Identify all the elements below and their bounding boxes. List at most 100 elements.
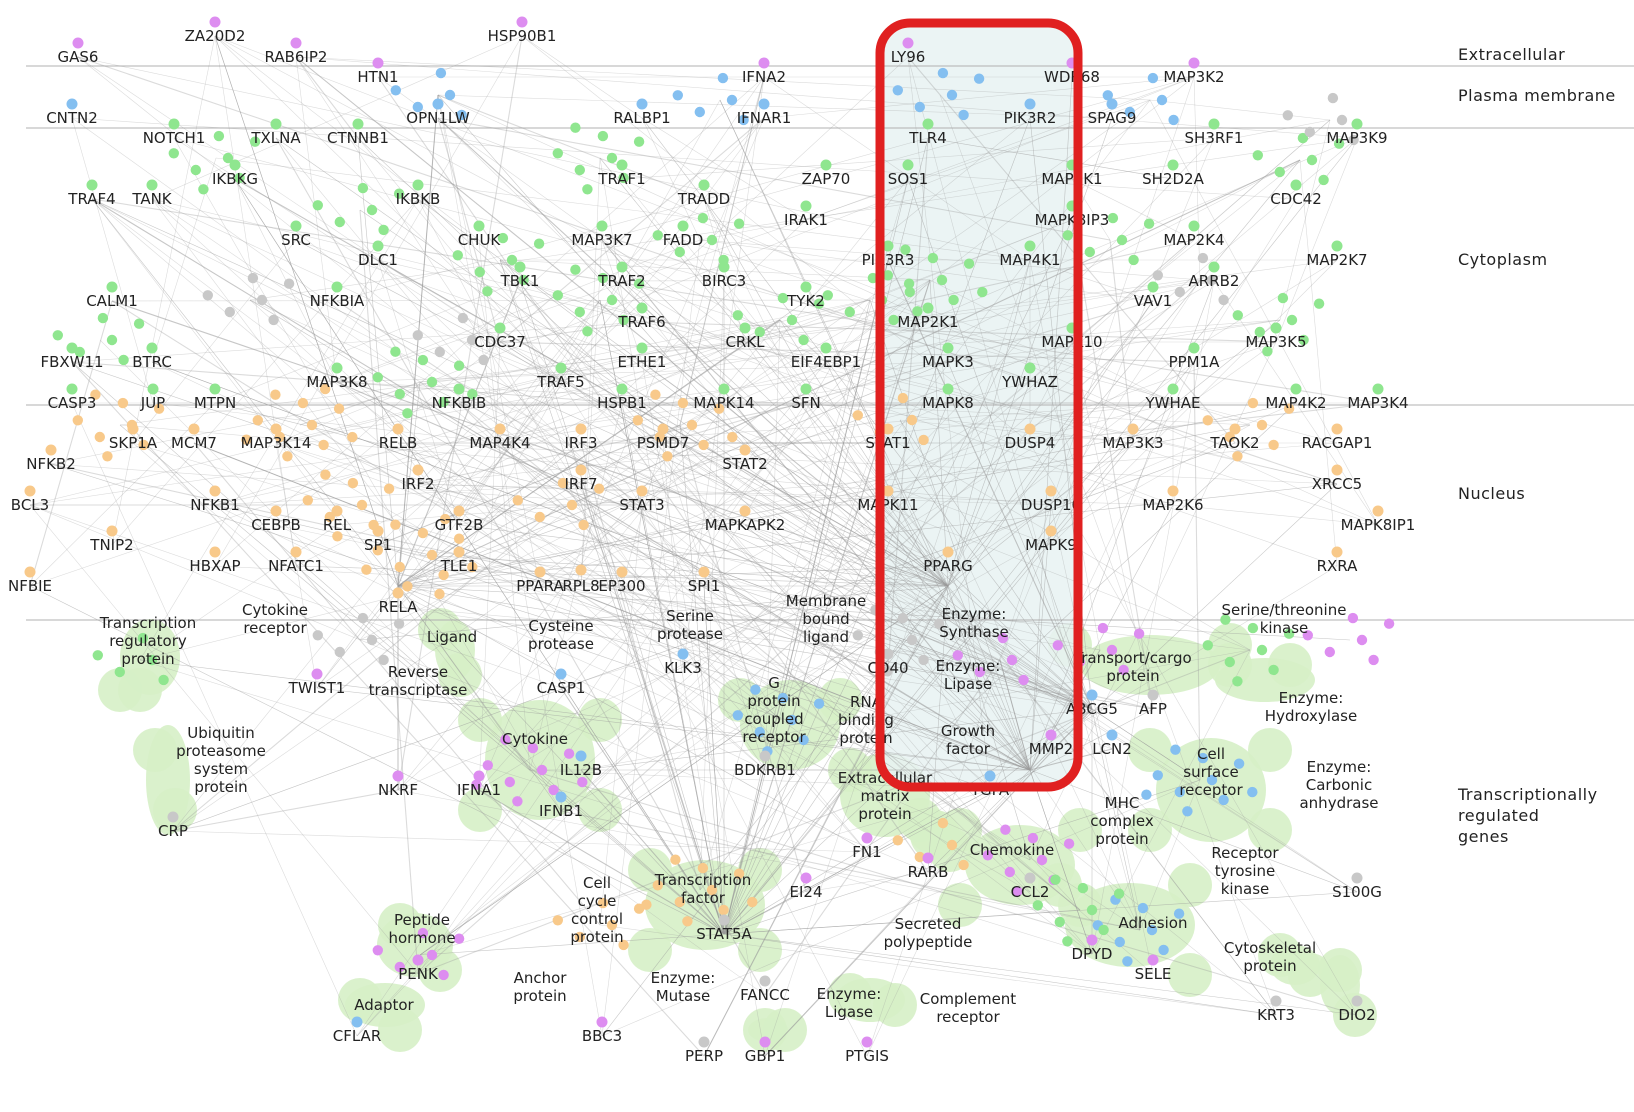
gene-node[interactable] <box>453 533 465 544</box>
gene-label-pparg[interactable]: PPARG <box>923 557 972 575</box>
gene-node-pik3r3[interactable] <box>882 240 894 252</box>
gene-node-cd40[interactable] <box>882 648 894 660</box>
gene-node[interactable] <box>378 224 389 236</box>
gene-node-cntn2[interactable] <box>66 98 78 110</box>
gene-node-fbxw11[interactable] <box>66 342 78 354</box>
gene-label-hspb1[interactable]: HSPB1 <box>597 394 647 412</box>
gene-node-ywhae[interactable] <box>1167 383 1179 395</box>
gene-node[interactable] <box>552 148 563 159</box>
gene-node[interactable] <box>1348 134 1359 146</box>
gene-node-map3k7[interactable] <box>596 220 608 232</box>
gene-node[interactable] <box>402 581 413 592</box>
gene-node[interactable] <box>798 734 809 746</box>
gene-node[interactable] <box>394 561 405 573</box>
gene-label-lcn2[interactable]: LCN2 <box>1092 740 1132 758</box>
gene-node[interactable] <box>1004 866 1015 878</box>
gene-label-btrc[interactable]: BTRC <box>132 353 172 371</box>
gene-node[interactable] <box>372 945 383 956</box>
gene-node[interactable] <box>324 511 335 523</box>
gene-label-irf7[interactable]: IRF7 <box>564 475 597 493</box>
gene-node-rarb[interactable] <box>922 852 934 864</box>
gene-node[interactable] <box>283 278 295 289</box>
gene-node[interactable] <box>597 272 609 284</box>
gene-node[interactable] <box>844 306 855 318</box>
gene-node[interactable] <box>1252 150 1264 161</box>
gene-node-stat1[interactable] <box>882 423 894 435</box>
gene-node[interactable] <box>726 94 738 106</box>
gene-node-nfkbib[interactable] <box>453 383 465 395</box>
gene-label-ikbkg[interactable]: IKBKG <box>212 170 258 188</box>
gene-node[interactable] <box>597 130 609 142</box>
gene-label-cebpb[interactable]: CEBPB <box>251 516 301 534</box>
gene-label-ikbkb[interactable]: IKBKB <box>396 190 441 208</box>
gene-node-perp[interactable] <box>698 1036 710 1048</box>
gene-node[interactable] <box>754 326 765 338</box>
gene-label-tradd[interactable]: TRADD <box>677 190 730 208</box>
gene-node[interactable] <box>366 204 378 216</box>
gene-label-casp3[interactable]: CASP3 <box>48 394 97 412</box>
gene-node[interactable] <box>733 868 745 879</box>
gene-node[interactable] <box>241 434 252 445</box>
gene-node[interactable] <box>533 238 545 249</box>
gene-node[interactable] <box>412 330 423 341</box>
gene-label-map2k1[interactable]: MAP2K1 <box>897 313 958 331</box>
gene-label-racgap1[interactable]: RACGAP1 <box>1302 434 1373 452</box>
gene-node-sh3rf1[interactable] <box>1208 118 1220 130</box>
gene-node[interactable] <box>1262 346 1273 357</box>
gene-node-racgap1[interactable] <box>1331 423 1343 435</box>
gene-node-bcl3[interactable] <box>24 485 36 497</box>
gene-node[interactable] <box>453 360 465 371</box>
gene-node-ei24[interactable] <box>800 872 812 884</box>
gene-node-sh2d2a[interactable] <box>1167 159 1179 171</box>
gene-node[interactable] <box>798 334 809 346</box>
gene-node[interactable] <box>1206 774 1218 786</box>
gene-label-mtpn[interactable]: MTPN <box>194 394 236 412</box>
gene-node[interactable] <box>672 90 683 101</box>
gene-label-ifna1[interactable]: IFNA1 <box>457 781 501 799</box>
gene-label-klk3[interactable]: KLK3 <box>664 659 702 677</box>
gene-node[interactable] <box>394 388 405 400</box>
gene-node[interactable] <box>1018 674 1029 686</box>
gene-label-map4k4[interactable]: MAP4K4 <box>469 434 530 452</box>
gene-node[interactable] <box>1247 622 1259 634</box>
gene-node-mapkapk2[interactable] <box>739 505 751 517</box>
gene-node-za20d2[interactable] <box>209 16 221 28</box>
gene-node[interactable] <box>593 483 605 494</box>
gene-node[interactable] <box>1077 882 1089 894</box>
gene-node[interactable] <box>677 397 689 409</box>
gene-node[interactable] <box>334 646 345 658</box>
gene-label-opn1lw[interactable]: OPN1LW <box>406 109 470 127</box>
gene-node[interactable] <box>1170 744 1181 755</box>
gene-node[interactable] <box>438 396 449 408</box>
gene-node-ppm1a[interactable] <box>1188 342 1200 354</box>
gene-node-irf2[interactable] <box>412 464 424 476</box>
gene-label-nkrf[interactable]: NKRF <box>378 781 418 799</box>
gene-node[interactable] <box>417 527 429 539</box>
gene-node[interactable] <box>597 897 609 909</box>
gene-node[interactable] <box>892 85 903 96</box>
gene-node[interactable] <box>252 415 263 426</box>
gene-label-tyk2[interactable]: TYK2 <box>786 292 825 310</box>
gene-node[interactable] <box>606 294 618 306</box>
gene-node[interactable] <box>357 182 369 194</box>
gene-node[interactable] <box>958 859 969 871</box>
gene-node[interactable] <box>892 835 903 846</box>
gene-label-tbk1[interactable]: TBK1 <box>500 272 540 290</box>
gene-node-mapk8[interactable] <box>942 383 954 395</box>
gene-node[interactable] <box>1304 126 1316 138</box>
gene-node[interactable] <box>402 408 413 419</box>
gene-node[interactable] <box>202 290 213 301</box>
gene-label-taok2[interactable]: TAOK2 <box>1209 434 1259 452</box>
gene-node[interactable] <box>1218 794 1229 806</box>
gene-node[interactable] <box>1232 676 1243 687</box>
gene-node-dpyd[interactable] <box>1086 934 1098 946</box>
gene-node[interactable] <box>478 354 489 366</box>
gene-node-ep300[interactable] <box>616 566 628 578</box>
gene-node[interactable] <box>1012 886 1023 897</box>
gene-node[interactable] <box>1173 908 1185 919</box>
gene-node[interactable] <box>94 431 106 443</box>
gene-node[interactable] <box>1118 664 1129 676</box>
gene-node[interactable] <box>506 254 518 266</box>
gene-node[interactable] <box>394 961 405 973</box>
gene-node[interactable] <box>1106 644 1118 656</box>
